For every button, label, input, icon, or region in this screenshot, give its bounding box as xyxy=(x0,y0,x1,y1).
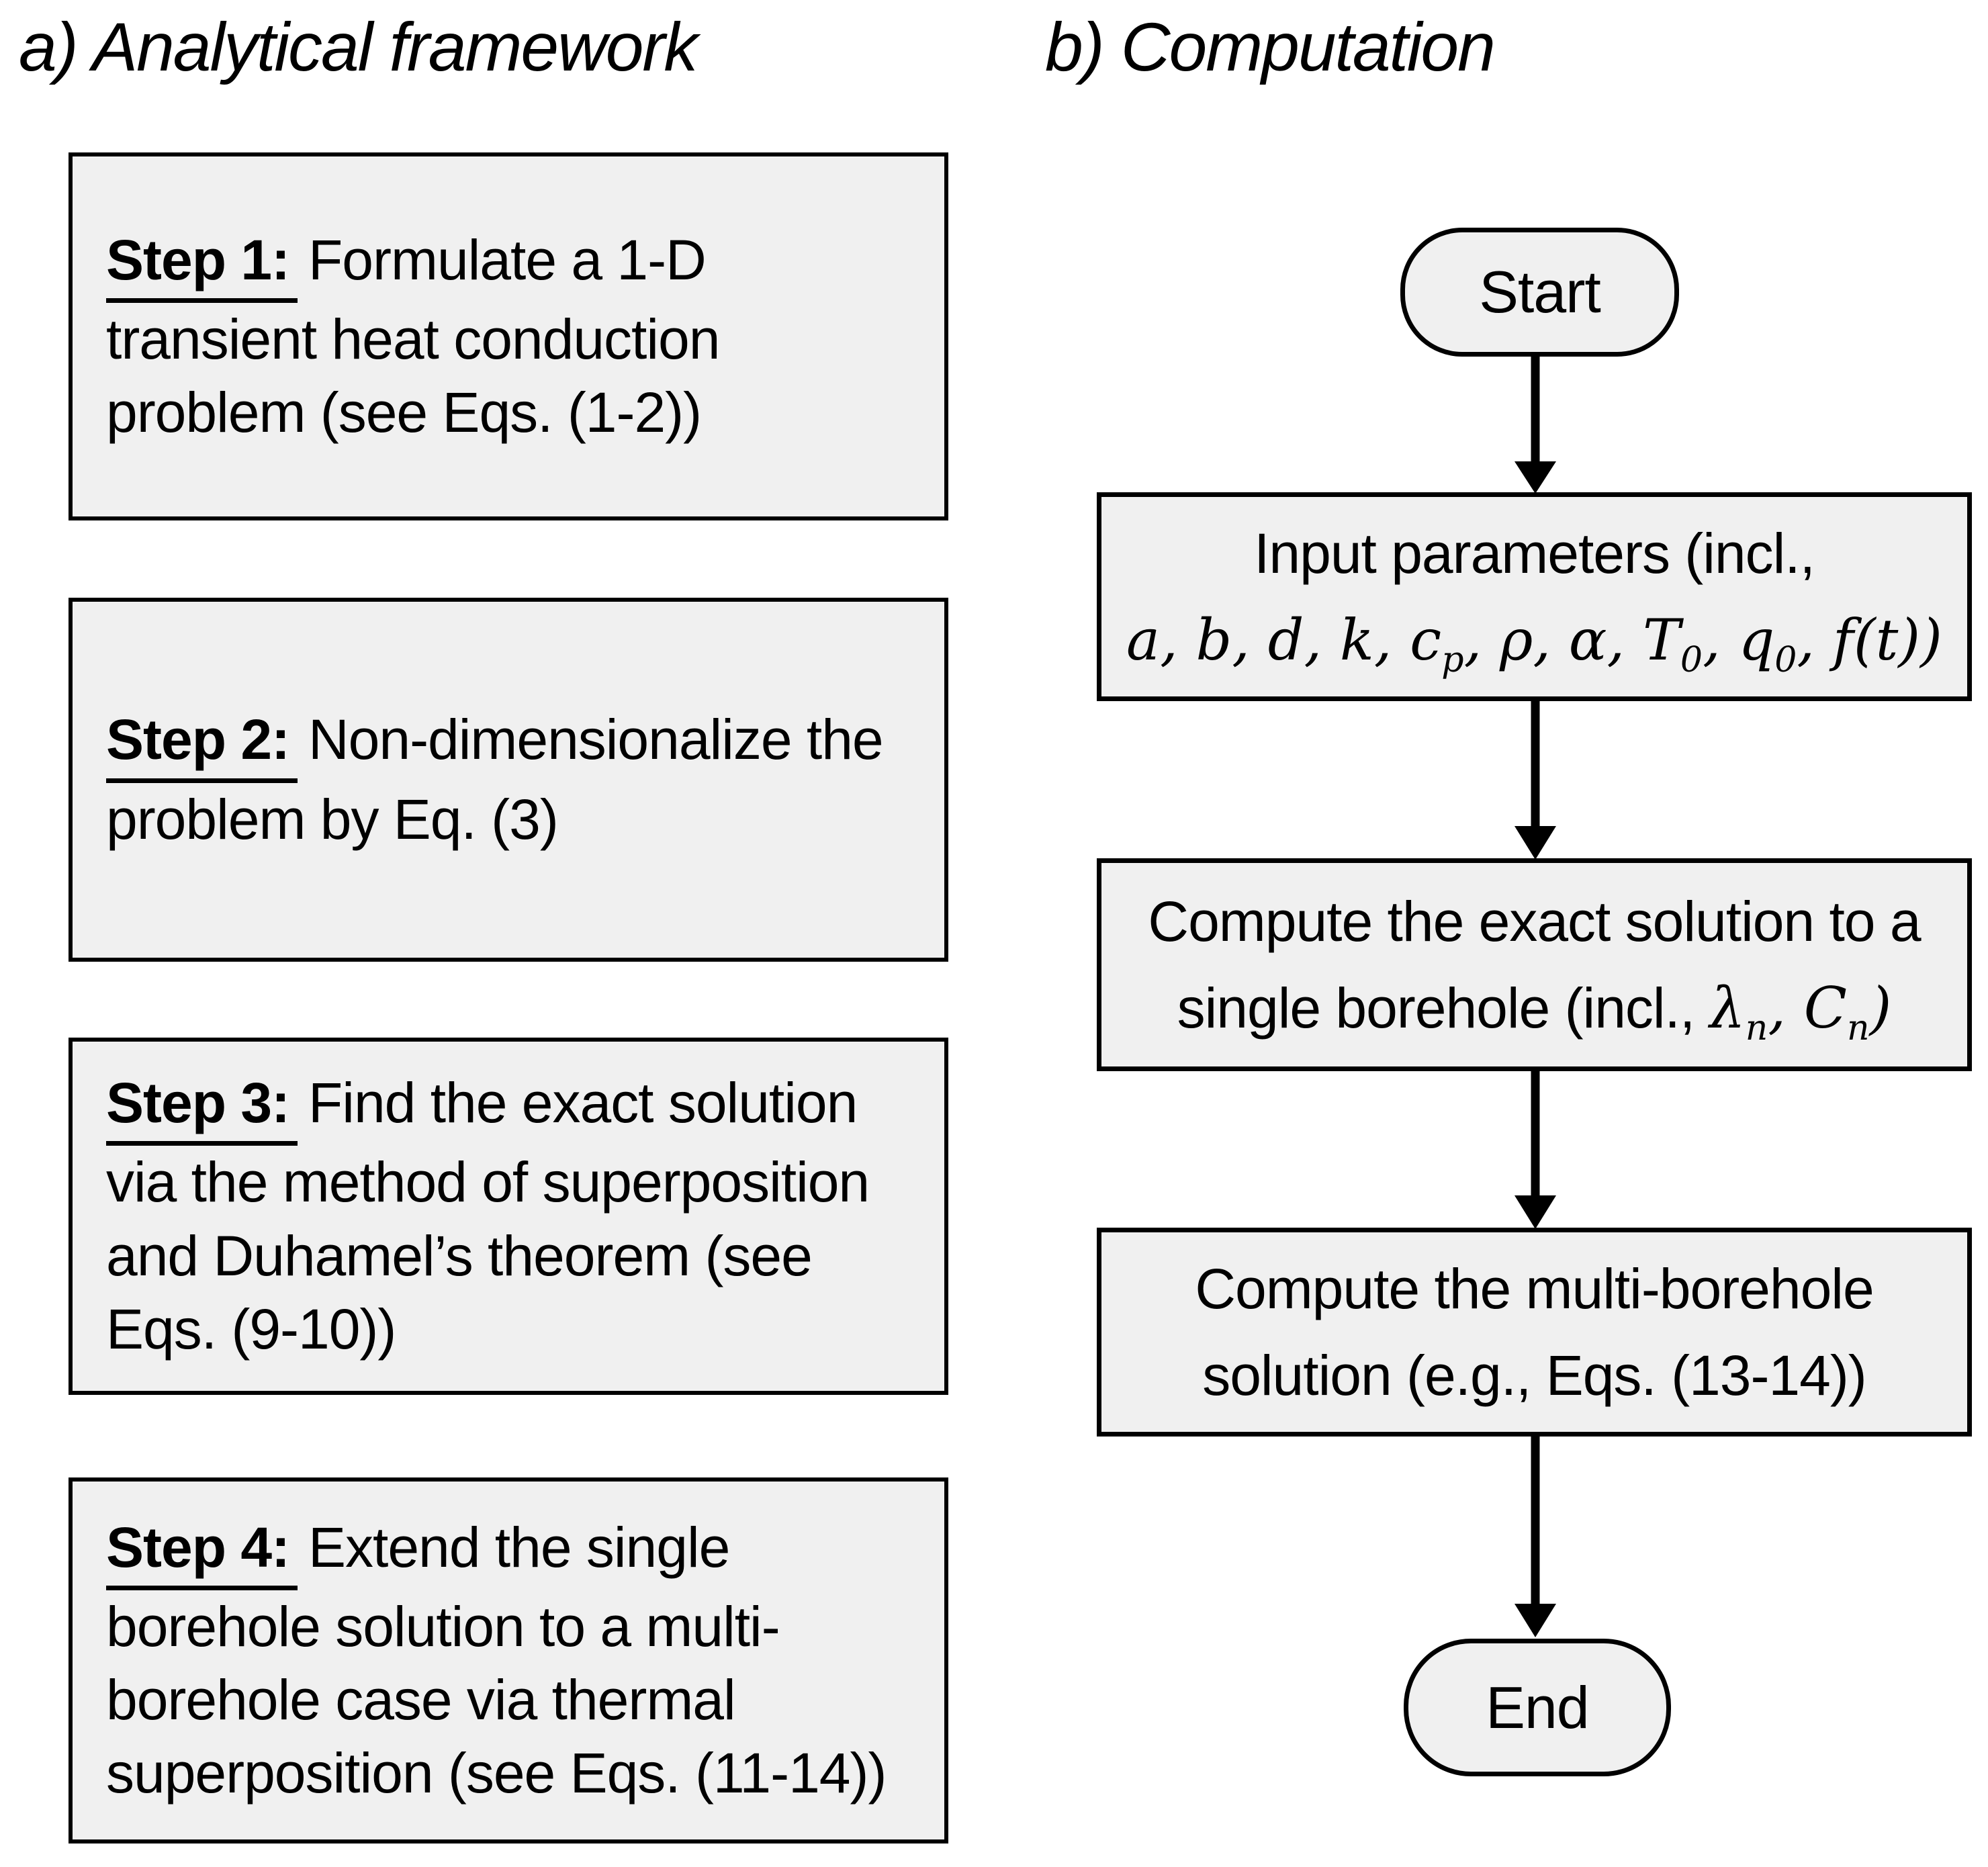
step-3-label: Step 3: xyxy=(106,1066,298,1146)
arrow-input-to-exact-icon xyxy=(1515,698,1556,860)
step-4-label: Step 4: xyxy=(106,1511,298,1590)
multi-borehole-line-1: Compute the multi-borehole xyxy=(1195,1257,1874,1320)
step-4-text-block: Step 4:Extend the single borehole soluti… xyxy=(106,1511,921,1811)
left-panel-title: a) Analytical framework xyxy=(19,9,698,85)
step-4-description: Extend the single borehole solution to a… xyxy=(106,1515,887,1805)
end-terminal: End xyxy=(1404,1639,1671,1776)
step-2-label: Step 2: xyxy=(106,703,298,783)
step-2-text-block: Step 2:Non-dimensionalize the problem by… xyxy=(106,703,921,856)
step-1-label: Step 1: xyxy=(106,224,298,303)
step-4-box: Step 4:Extend the single borehole soluti… xyxy=(69,1477,948,1843)
end-label: End xyxy=(1486,1674,1589,1741)
step-1-text-block: Step 1:Formulate a 1-D transient heat co… xyxy=(106,224,921,450)
arrow-exact-to-multi-icon xyxy=(1515,1068,1556,1229)
right-panel-title: b) Computation xyxy=(1045,9,1496,85)
start-terminal: Start xyxy=(1400,228,1679,357)
arrow-multi-to-end-icon xyxy=(1515,1434,1556,1637)
single-borehole-line-2: single borehole (incl., λn, Cn) xyxy=(1177,974,1892,1048)
step-3-description: Find the exact solution via the method o… xyxy=(106,1071,870,1361)
multi-borehole-solution-box: Compute the multi-borehole solution (e.g… xyxy=(1097,1228,1972,1437)
input-parameters-line-2: a, b, d, k, cp, ρ, α, T0, q0, f(t)) xyxy=(1126,606,1942,680)
step-1-box: Step 1:Formulate a 1-D transient heat co… xyxy=(69,152,948,520)
multi-borehole-line-2: solution (e.g., Eqs. (13-14)) xyxy=(1202,1343,1867,1407)
input-parameters-box: Input parameters (incl., a, b, d, k, cp,… xyxy=(1097,492,1972,701)
single-borehole-line-1: Compute the exact solution to a xyxy=(1148,889,1921,953)
single-borehole-solution-box: Compute the exact solution to a single b… xyxy=(1097,858,1972,1071)
step-1-description: Formulate a 1-D transient heat conductio… xyxy=(106,228,720,445)
start-label: Start xyxy=(1479,259,1601,325)
step-3-text-block: Step 3:Find the exact solution via the m… xyxy=(106,1066,921,1366)
arrow-start-to-input-icon xyxy=(1515,352,1556,494)
step-2-description: Non-dimensionalize the problem by Eq. (3… xyxy=(106,708,884,851)
step-3-box: Step 3:Find the exact solution via the m… xyxy=(69,1038,948,1395)
step-2-box: Step 2:Non-dimensionalize the problem by… xyxy=(69,598,948,962)
input-parameters-line-1: Input parameters (incl., xyxy=(1254,521,1815,585)
